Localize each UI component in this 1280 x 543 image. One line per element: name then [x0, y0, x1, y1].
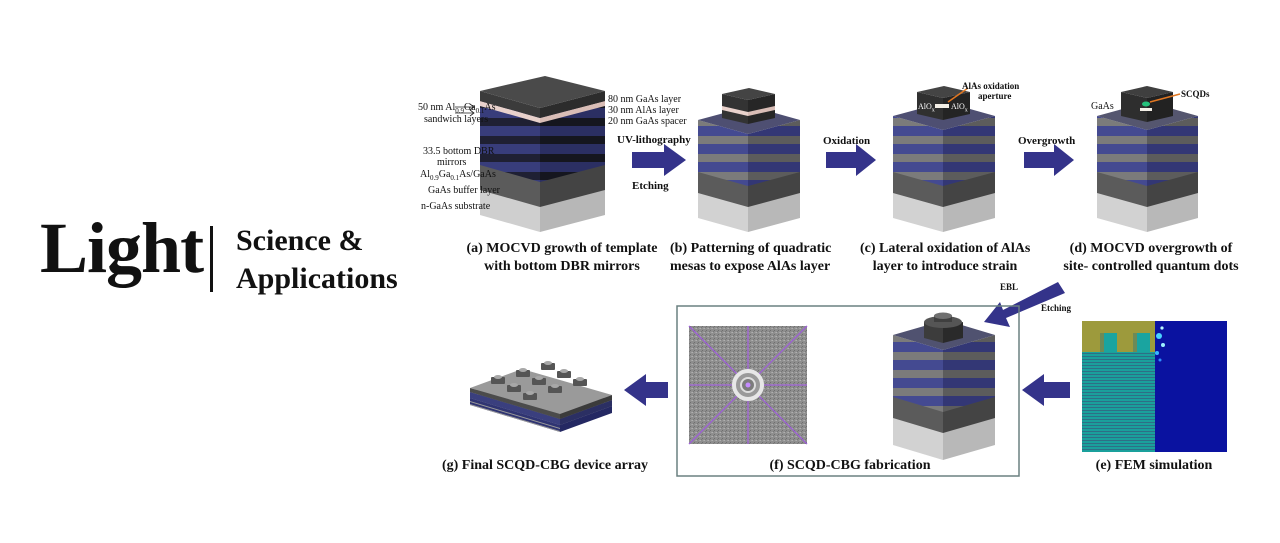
- label-substrate: n-GaAs substrate: [421, 201, 491, 212]
- step-label-overgrowth: Overgrowth: [1018, 135, 1076, 147]
- label-aperture-2: aperture: [978, 91, 1012, 101]
- label-aperture-1: AlAs oxidation: [962, 81, 1020, 91]
- label-sandwich: 50 nm Al0.9Ga0.1As: [418, 102, 496, 115]
- step-label-etching-2: Etching: [1041, 303, 1072, 313]
- label-dbr-2: mirrors: [437, 157, 467, 168]
- step-label-oxidation: Oxidation: [823, 135, 871, 147]
- step-label-ebl: EBL: [1000, 282, 1019, 292]
- label-alox-right: AlOx: [951, 102, 968, 114]
- stack-f: [893, 312, 995, 460]
- label-dbr-composition: Al0.9Ga0.1As/GaAs: [420, 169, 496, 182]
- arrow-e-to-f: [1022, 374, 1070, 406]
- step-label-etching: Etching: [632, 180, 669, 192]
- label-gaas-layer: 80 nm GaAs layer: [608, 94, 682, 105]
- label-scqds: SCQDs: [1181, 89, 1210, 99]
- fabrication-frame: [676, 305, 1020, 477]
- arrow-a-to-b: [632, 144, 686, 176]
- journal-subtitle-line1: Science &: [236, 224, 364, 257]
- caption-g: (g) Final SCQD-CBG device array: [441, 458, 649, 473]
- caption-f: (f) SCQD-CBG fabrication: [769, 458, 931, 473]
- journal-logo-divider: [210, 226, 213, 292]
- sem-top-view: [688, 325, 808, 445]
- label-alox-left: AlOx: [918, 102, 935, 114]
- stack-a: [480, 76, 605, 232]
- label-gaas: GaAs: [1091, 101, 1114, 112]
- journal-logo-light: Light: [40, 208, 204, 288]
- arrow-b-to-c: [826, 144, 876, 176]
- arrow-c-to-d: [1024, 144, 1074, 176]
- label-gaas-spacer: 20 nm GaAs spacer: [608, 116, 687, 127]
- stack-b: [698, 88, 800, 232]
- stack-c: [893, 86, 995, 232]
- label-buffer: GaAs buffer layer: [428, 185, 501, 196]
- label-alas-layer: 30 nm AlAs layer: [608, 105, 679, 116]
- label-leaders-a: [455, 103, 475, 117]
- fem-simulation-plot: [1082, 321, 1227, 452]
- label-dbr-1: 33.5 bottom DBR: [423, 146, 495, 157]
- device-array: [470, 361, 612, 432]
- stack-d: [1097, 86, 1198, 232]
- journal-subtitle-line2: Applications: [236, 262, 398, 295]
- step-label-uv-lithography: UV-lithography: [617, 134, 691, 146]
- arrow-d-to-fabrication: [984, 282, 1065, 327]
- journal-logo-subtitle: Science & Applications: [236, 222, 398, 298]
- caption-e: (e) FEM simulation: [1095, 458, 1213, 473]
- label-sandwich-layers: sandwich layers: [424, 114, 489, 125]
- arrow-f-to-g: [624, 374, 668, 406]
